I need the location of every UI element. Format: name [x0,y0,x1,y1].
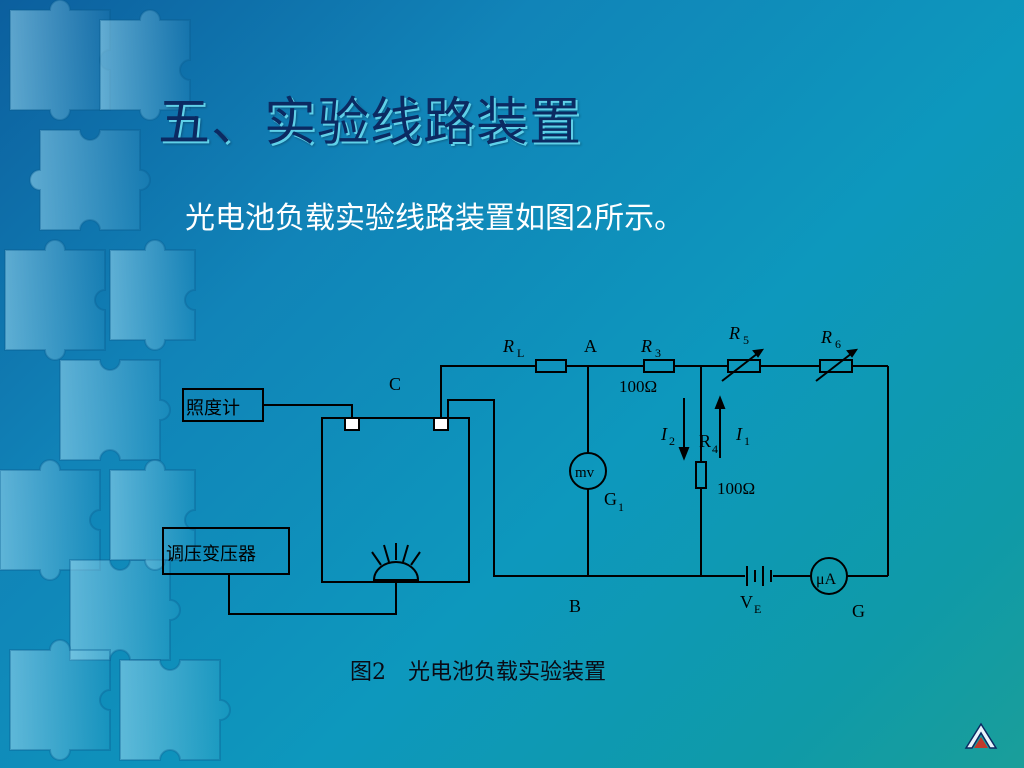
label-R6: R [820,327,832,347]
circuit-wires [162,348,889,615]
label-uA: μA [816,571,837,588]
label-G1: G [604,489,617,509]
label-C: C [389,374,401,394]
label-I2: I [660,424,668,444]
slide-title: 五、实验线路装置 [158,93,583,153]
label-R3-sub: 3 [655,346,661,360]
photocell-box [321,417,470,583]
home-arrow-icon[interactable] [962,720,1000,752]
illuminometer-label: 照度计 [186,398,240,419]
label-R5-sub: 5 [743,333,749,347]
label-A: A [584,336,597,356]
label-B: B [569,596,581,616]
label-R4-sub: 4 [712,442,718,456]
label-I1-sub: 1 [744,434,750,448]
figure-caption: 图2 光电池负载实验装置 [350,660,606,685]
label-mv: mv [575,465,595,481]
label-RL: R [502,336,514,356]
label-G1-sub: 1 [618,500,624,514]
slide-subtitle: 光电池负载实验线路装置如图2所示。 [185,201,685,236]
lamp-icon [372,561,420,581]
resistor-R5 [727,359,761,373]
label-R4: R [699,431,711,451]
regulator-label: 调压变压器 [166,544,256,565]
label-VE-sub: E [754,602,761,616]
resistor-R3 [643,359,675,373]
label-VE: V [740,592,753,612]
resistor-R6 [819,359,853,373]
resistor-R4 [695,461,707,489]
label-R3: R [640,336,652,356]
regulator-box [162,527,290,575]
label-R6-sub: 6 [835,337,841,351]
label-G: G [852,601,865,621]
resistor-RL [535,359,567,373]
label-I2-sub: 2 [669,434,675,448]
label-R5: R [728,323,740,343]
label-R3-value: 100Ω [619,377,657,396]
label-RL-sub: L [517,346,524,360]
label-R4-value: 100Ω [717,479,755,498]
label-I1: I [735,424,743,444]
